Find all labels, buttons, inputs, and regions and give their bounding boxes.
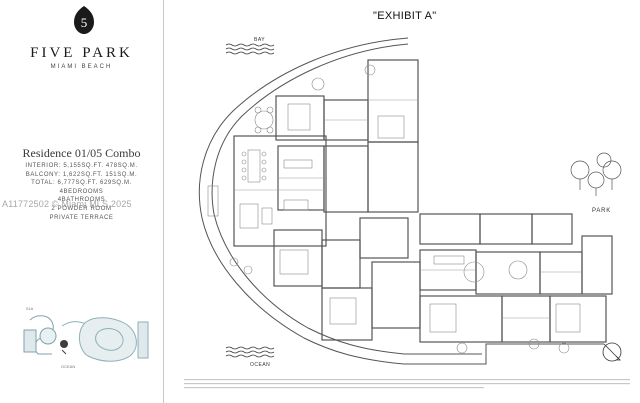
- key-plan-label: 01A: [26, 306, 34, 311]
- ocean-water-symbol: [225, 346, 275, 358]
- spec-terrace: PRIVATE TERRACE: [49, 214, 114, 221]
- mls-watermark: A11772502 © Miami MLS 2025: [2, 199, 132, 209]
- svg-text:5: 5: [81, 15, 88, 30]
- exhibit-title: "EXHIBIT A": [373, 10, 437, 22]
- beds: [279, 103, 581, 333]
- brand-name: FIVE PARK: [30, 45, 133, 61]
- building-outline: [198, 37, 604, 365]
- bay-water-symbol: [225, 43, 275, 55]
- dining-table: [241, 149, 267, 183]
- spec-bathrooms: 4BATHROOMS: [57, 197, 106, 204]
- park-label: PARK: [592, 208, 612, 214]
- spec-total: TOTAL: 6,777SQ.FT. 629SQ.M.: [31, 180, 132, 187]
- spec-powder-rooms: 2 POWDER ROOM: [51, 205, 112, 212]
- residence-title: Residence 01/05 Combo: [22, 146, 141, 160]
- terrace-furniture: [207, 64, 570, 354]
- ocean-label: OCEAN: [250, 362, 271, 368]
- park-trees: [570, 152, 622, 196]
- spec-balcony: BALCONY: 1,622SQ.FT. 151SQ.M.: [25, 171, 138, 178]
- kitchen-island: [283, 159, 465, 265]
- page-divider: [163, 0, 164, 403]
- brand-location: MIAMI BEACH: [50, 64, 113, 70]
- key-plan-ocean-label: OCEAN: [61, 364, 76, 369]
- interior-walls: [233, 59, 613, 343]
- five-park-logo: 5: [74, 6, 94, 34]
- living-sofa: [239, 199, 309, 229]
- partition-lines: [234, 99, 582, 319]
- legal-disclaimer-fine-print: [184, 378, 634, 393]
- bay-label: BAY: [254, 37, 266, 43]
- spec-bedrooms: 4BEDROOMS: [59, 188, 104, 195]
- key-plan-map: [23, 315, 149, 362]
- floor-plan-drawing: [198, 37, 622, 365]
- spec-interior: INTERIOR: 5,155SQ.FT. 478SQ.M.: [25, 163, 138, 169]
- north-arrow: [602, 342, 622, 362]
- residence-specs: INTERIOR: 5,155SQ.FT. 478SQ.M. BALCONY: …: [0, 162, 163, 222]
